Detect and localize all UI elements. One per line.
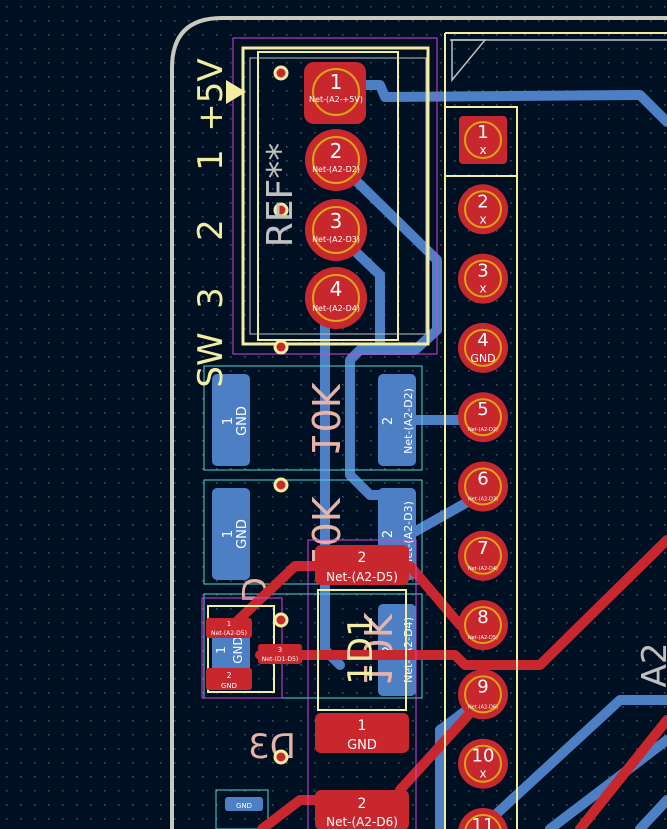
connector-pad-net: Net-(A2-D2) bbox=[312, 165, 360, 174]
sot-pad2-number: 2 bbox=[226, 671, 231, 680]
header-pin-number: 8 bbox=[477, 607, 488, 628]
header-pin-number: 2 bbox=[477, 191, 488, 212]
header-pin-net: x bbox=[479, 212, 486, 226]
front-pad-number: 1 bbox=[358, 718, 367, 734]
header-pin-10[interactable]: 10x bbox=[458, 738, 508, 789]
header-pin-net: x bbox=[479, 767, 486, 781]
connector-pad-2[interactable]: 2 Net-(A2-D2) bbox=[305, 129, 367, 191]
header-pin-1[interactable]: 1x bbox=[459, 116, 507, 164]
fab-ref-label: REF** bbox=[260, 143, 301, 247]
header-pin-number: 10 bbox=[472, 746, 495, 767]
front-pad-number: 2 bbox=[358, 550, 367, 566]
silk-dot bbox=[273, 477, 289, 493]
front-pad-net: Net-(A2-D6) bbox=[326, 815, 398, 829]
header-pin-net: Net-(A2-D5) bbox=[468, 635, 498, 641]
connector-pad-net: Net-(A2-D3) bbox=[312, 235, 360, 244]
header-pin-net: GND bbox=[470, 352, 495, 365]
connector-pad-number: 3 bbox=[330, 209, 343, 233]
sot-pad3-net: Net-(D1-D5) bbox=[262, 656, 298, 663]
pad1-net: GND bbox=[235, 519, 250, 549]
module-outline: A2 bbox=[444, 32, 667, 829]
header-pin-number: 7 bbox=[477, 538, 488, 559]
connector-pad-number: 1 bbox=[330, 70, 343, 94]
header-pin-3[interactable]: 3x bbox=[458, 253, 508, 304]
header-pin-11[interactable]: 11 bbox=[458, 808, 508, 829]
connector-pad-number: 2 bbox=[330, 139, 343, 163]
resistor-value: 10K bbox=[355, 612, 399, 686]
silk-dot bbox=[273, 65, 289, 81]
small-sot-part[interactable]: 1 GND 1 Net-(A2-D5) 2 GND 3 Net-(D1-D5) bbox=[201, 597, 302, 699]
middle-part-outline: 1D1 bbox=[307, 539, 417, 829]
sot-pad1-number: 1 bbox=[227, 620, 231, 628]
sot-back-pad-number: 1 bbox=[214, 646, 228, 654]
header-pin-net: Net-(A2-D6) bbox=[468, 704, 498, 710]
header-pin-net: x bbox=[479, 143, 486, 157]
pin1-marker bbox=[226, 80, 246, 104]
sot-pad2-net: GND bbox=[221, 682, 237, 690]
board-edge-cuts bbox=[170, 16, 667, 829]
header-pin-net: Net-(A2-D4) bbox=[468, 566, 498, 572]
connector-pad-4[interactable]: 4 Net-(A2-D4) bbox=[305, 267, 367, 329]
header-pin-net: Net-(A2-D3) bbox=[468, 497, 498, 503]
silk-label-1: 1 bbox=[191, 149, 231, 171]
silk-label-5v: +5V bbox=[191, 58, 231, 131]
pad2-number: 2 bbox=[381, 530, 396, 538]
silk-label-2: 2 bbox=[191, 219, 231, 241]
header-pin-number: 1 bbox=[477, 122, 488, 143]
connector-footprint[interactable]: REF** 1 Net-(A2-+5V) 2 Net-(A2-D2) 3 Net… bbox=[226, 37, 438, 765]
header-pin-number: 3 bbox=[477, 261, 488, 282]
connector-pad-1[interactable]: 1 Net-(A2-+5V) bbox=[304, 62, 366, 124]
silk-dot bbox=[273, 202, 289, 218]
header-pin-net: Net-(A2-D2) bbox=[468, 427, 498, 433]
front-pad-net: Net-(A2-D5) bbox=[326, 570, 398, 584]
connector-pad-number: 4 bbox=[330, 277, 343, 301]
header-pin-number: 6 bbox=[477, 469, 488, 490]
header-pin-number: 11 bbox=[472, 815, 495, 829]
back-courtyards bbox=[203, 365, 423, 829]
connector-pad-3[interactable]: 3 Net-(A2-D3) bbox=[305, 199, 367, 261]
silk-vertical-labels: +5V 1 2 3 SW bbox=[191, 58, 231, 387]
silk-dot bbox=[273, 612, 289, 628]
connector-pad-net: Net-(A2-D4) bbox=[312, 304, 360, 313]
silk-label-sw: SW bbox=[191, 332, 231, 387]
pad1-number: 1 bbox=[221, 417, 236, 425]
front-pad-0[interactable]: 2 Net-(A2-D5) bbox=[315, 545, 409, 585]
silk-label-3: 3 bbox=[191, 287, 231, 309]
front-pad-net: GND bbox=[347, 738, 377, 753]
back-small-pad[interactable]: GND bbox=[225, 797, 263, 811]
middle-ref-label: 1D1 bbox=[341, 615, 381, 684]
connector-pad-net: Net-(A2-+5V) bbox=[309, 95, 363, 104]
back-resistor-0[interactable]: 1 GND 2 Net-(A2-D2) 10K bbox=[212, 374, 416, 466]
sot-pad3-number: 3 bbox=[278, 646, 282, 654]
front-pad-1[interactable]: 1 GND bbox=[315, 713, 409, 753]
silk-dot bbox=[273, 339, 289, 355]
header-pin-net: x bbox=[479, 282, 486, 296]
header-pin-2[interactable]: 2x bbox=[458, 184, 508, 235]
front-pad-2[interactable]: 2 Net-(A2-D6) bbox=[315, 790, 409, 829]
sot-pad1-net: Net-(A2-D5) bbox=[211, 630, 247, 637]
header-pin-number: 4 bbox=[477, 330, 488, 351]
pad2-number: 2 bbox=[381, 417, 396, 425]
back-silk-d3: D3 bbox=[248, 727, 296, 767]
pad1-net: GND bbox=[235, 406, 250, 436]
small-pad-gnd: GND bbox=[236, 802, 252, 810]
header-pin-number: 9 bbox=[477, 676, 488, 697]
sot-back-pad-net: GND bbox=[231, 636, 245, 664]
header-pins: 1x2x3x4GND5Net-(A2-D2)6Net-(A2-D3)7Net-(… bbox=[458, 116, 508, 829]
silk-dot bbox=[273, 749, 289, 765]
pad2-net: Net-(A2-D2) bbox=[402, 388, 415, 454]
module-ref-label: A2 bbox=[635, 643, 667, 688]
pad1-number: 1 bbox=[221, 530, 236, 538]
resistor-value: 10K bbox=[303, 382, 347, 456]
front-pad-number: 2 bbox=[358, 796, 367, 812]
header-pin-number: 5 bbox=[477, 399, 488, 420]
